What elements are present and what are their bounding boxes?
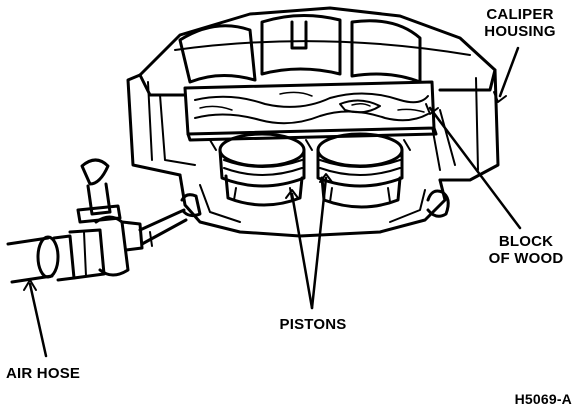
block-leader: [428, 106, 522, 230]
caliper-housing-label-line1: CALIPER: [486, 6, 554, 23]
airhose-leader: [28, 282, 48, 358]
air-hose-assembly: [6, 158, 188, 284]
block-of-wood-label: BLOCK OF WOOD: [478, 233, 574, 267]
pistons-leader-left: [290, 192, 314, 310]
caliper-housing-label-line2: HOUSING: [484, 23, 556, 40]
block-of-wood-label-line2: OF WOOD: [488, 250, 564, 267]
air-hose-label: AIR HOSE: [6, 365, 81, 382]
caliper-housing-label: CALIPER HOUSING: [470, 6, 570, 40]
pistons: [209, 132, 411, 209]
pistons-leader-right: [310, 176, 328, 310]
block-of-wood-label-line1: BLOCK: [498, 233, 554, 250]
figure-code: H5069-A: [514, 391, 572, 407]
leader-lines: [23, 46, 522, 358]
pistons-label: PISTONS: [279, 316, 347, 333]
block-of-wood: [183, 80, 438, 142]
caliper-leader: [498, 46, 520, 98]
